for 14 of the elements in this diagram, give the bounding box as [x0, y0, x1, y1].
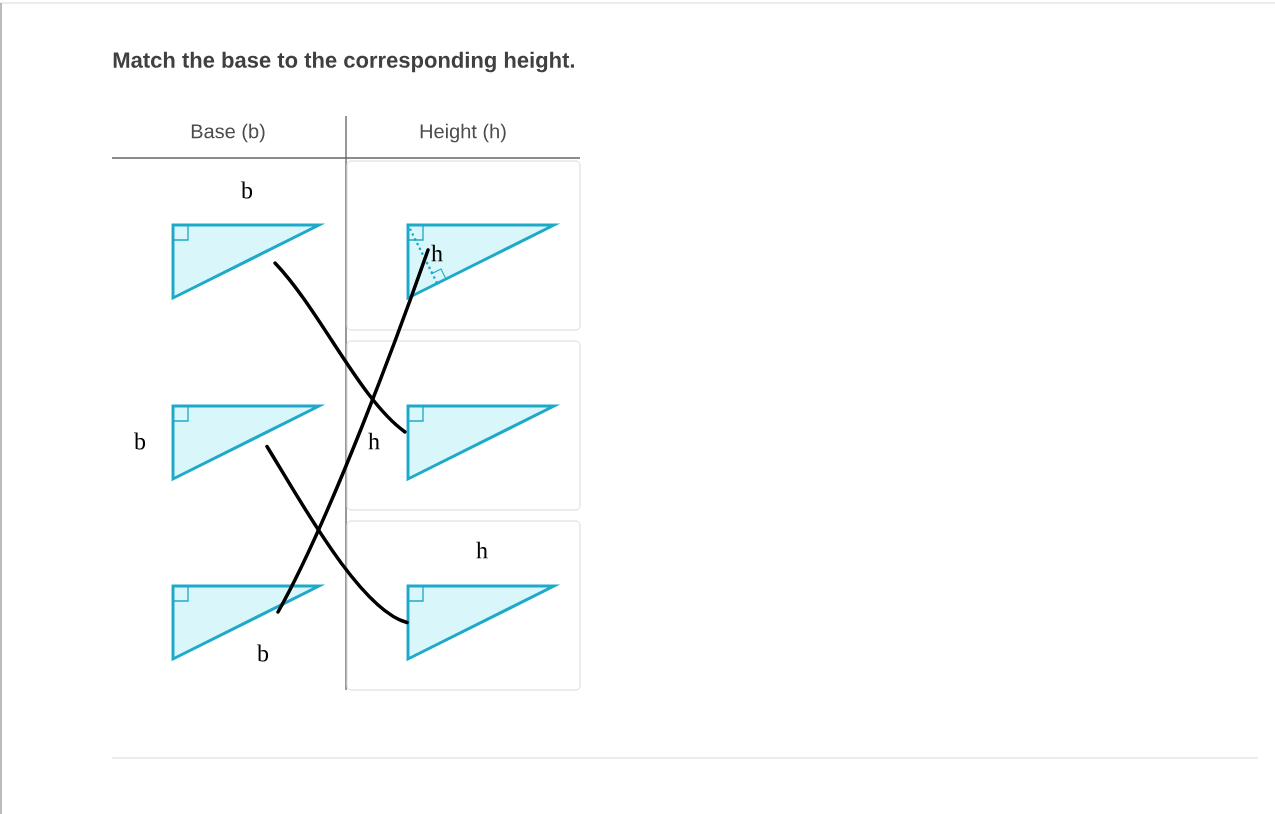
- answer-card: [346, 520, 581, 691]
- answer-card: [346, 340, 581, 511]
- node-label: b: [134, 432, 146, 450]
- column-header: Height (h): [420, 123, 506, 143]
- node-label: h: [476, 541, 488, 559]
- answer-card: [346, 160, 581, 331]
- drawn-line: [265, 444, 409, 625]
- drawn-line: [276, 248, 430, 614]
- column-header: Base (b): [191, 123, 265, 143]
- title: Match the base to the corresponding height.: [113, 51, 574, 73]
- node-label: h: [368, 432, 380, 450]
- triangle-drawing: b: [171, 584, 326, 662]
- node-label: b: [241, 181, 253, 199]
- drawn-line: [273, 261, 407, 434]
